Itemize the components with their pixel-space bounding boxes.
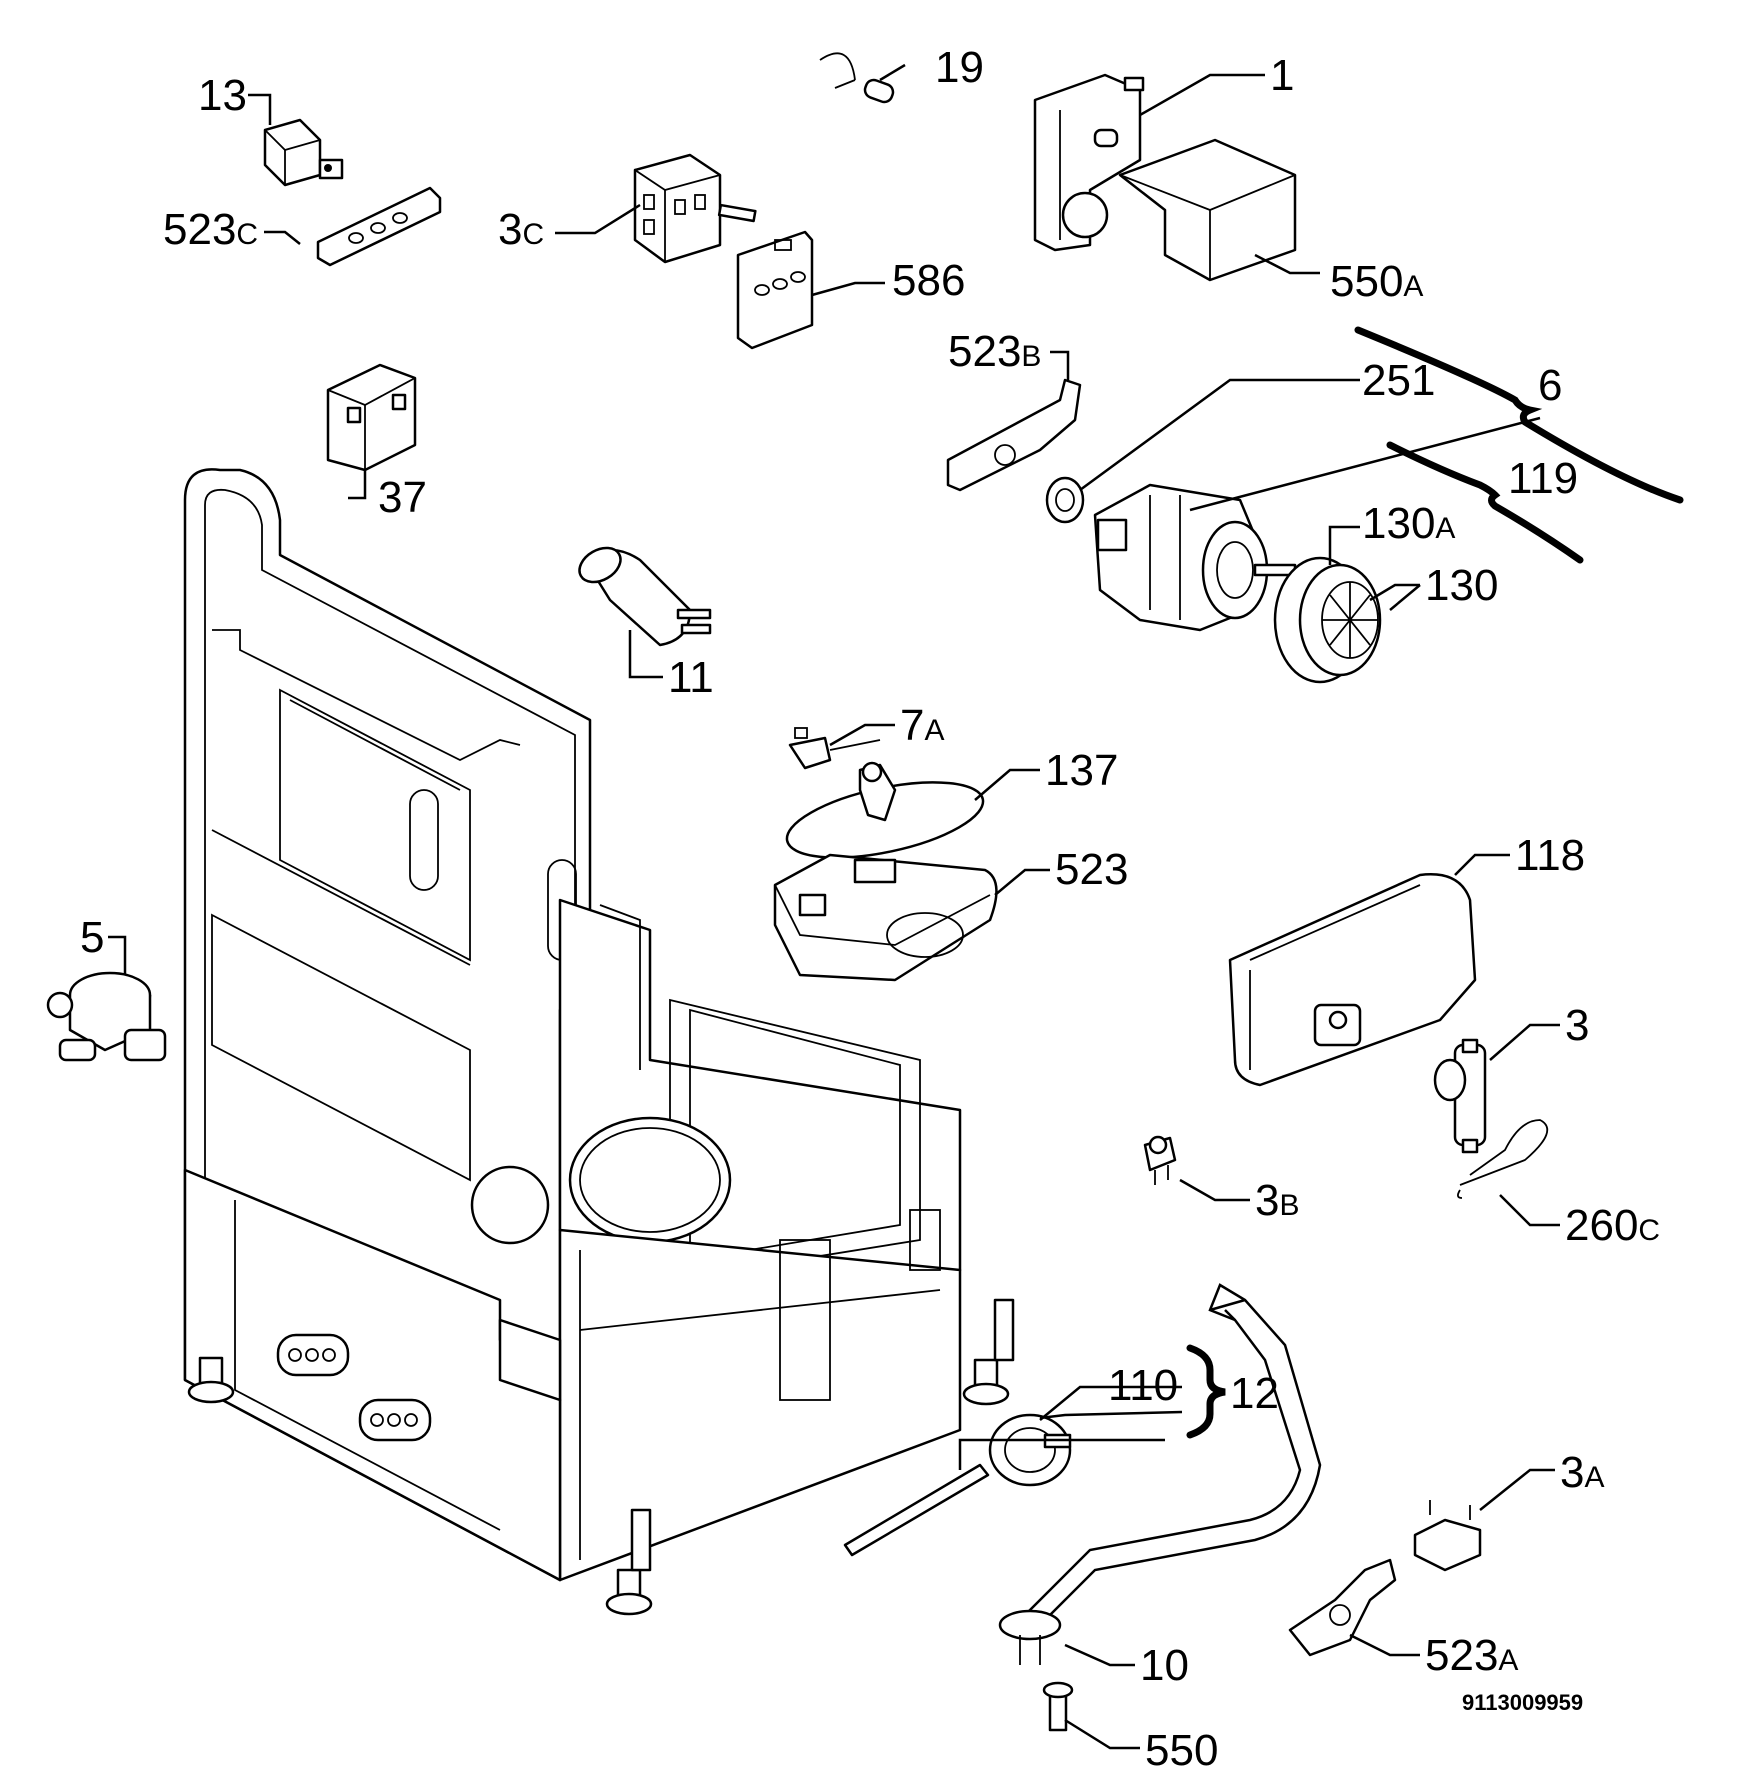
label-137: 137 — [1045, 746, 1118, 795]
part-550a-cover — [1118, 138, 1297, 282]
label-523a: 523A — [1425, 1631, 1518, 1680]
label-523b-suffix: B — [1021, 340, 1041, 373]
label-260c-number: 260 — [1565, 1201, 1638, 1250]
label-3a-suffix: A — [1584, 1461, 1604, 1494]
part-130-impeller — [1273, 556, 1382, 684]
label-251: 251 — [1362, 356, 1435, 405]
label-119: 119 — [1508, 454, 1578, 503]
label-7a-suffix: A — [924, 714, 944, 747]
part-7a-sensor — [788, 727, 881, 770]
part-1-timer — [1033, 73, 1145, 252]
part-523c-bracket — [316, 186, 442, 267]
part-37-interference-filter — [326, 363, 417, 472]
part-10-heating-element — [998, 1283, 1322, 1665]
label-110: 110 — [1108, 1361, 1178, 1410]
brace-119 — [1386, 441, 1584, 564]
dishwasher-base-frame — [183, 468, 1015, 1616]
part-6-pump-motor — [1093, 483, 1297, 632]
part-3-thermostat — [1433, 1038, 1487, 1154]
label-3a: 3A — [1560, 1448, 1605, 1497]
label-3: 3 — [1565, 1001, 1589, 1050]
part-5-inlet-valve — [46, 971, 167, 1062]
label-523a-suffix: A — [1498, 1644, 1518, 1677]
part-118-detergent-dispenser — [1228, 873, 1477, 1087]
label-3a-number: 3 — [1560, 1448, 1584, 1497]
label-5: 5 — [80, 913, 104, 962]
part-110-pressure-switch — [843, 1413, 1072, 1557]
label-3b-number: 3 — [1255, 1176, 1279, 1225]
label-1: 1 — [1270, 51, 1294, 100]
label-130a-suffix: A — [1435, 512, 1455, 545]
document-number: 9113009959 — [1462, 1690, 1583, 1715]
label-130: 130 — [1425, 561, 1498, 610]
label-13: 13 — [198, 71, 247, 120]
label-118: 118 — [1515, 831, 1585, 880]
label-550a-number: 550 — [1330, 257, 1403, 306]
label-523: 523 — [1055, 845, 1128, 894]
label-11: 11 — [668, 653, 714, 702]
label-3b: 3B — [1255, 1176, 1300, 1225]
label-3c-number: 3 — [498, 205, 522, 254]
label-19: 19 — [935, 43, 984, 92]
part-523a-bracket — [1288, 1558, 1397, 1657]
label-523c: 523C — [163, 205, 258, 254]
part-3b-sensor — [1143, 1135, 1177, 1185]
part-19-sensor — [819, 52, 895, 104]
part-3a-clip — [1413, 1500, 1482, 1572]
label-3c: 3C — [498, 205, 544, 254]
part-11-capacitor — [578, 546, 712, 647]
label-550: 550 — [1145, 1726, 1218, 1775]
part-586-bracket — [736, 230, 814, 350]
brace-6 — [1354, 326, 1684, 504]
label-12: 12 — [1230, 1369, 1279, 1418]
label-586: 586 — [892, 256, 965, 305]
part-523-float-housing — [773, 853, 998, 982]
label-6: 6 — [1538, 361, 1562, 410]
label-3c-suffix: C — [522, 218, 544, 251]
label-523c-number: 523 — [163, 205, 236, 254]
label-130a-number: 130 — [1362, 499, 1435, 548]
label-260c-suffix: C — [1638, 1214, 1660, 1247]
label-523b-number: 523 — [948, 327, 1021, 376]
label-7a: 7A — [900, 701, 945, 750]
label-37: 37 — [378, 473, 427, 522]
label-523c-suffix: C — [236, 218, 258, 251]
part-251-cap — [1045, 476, 1085, 524]
part-550-screw — [1042, 1681, 1074, 1732]
part-523b-bracket — [946, 378, 1082, 492]
part-260c-clip — [1457, 1119, 1549, 1199]
label-260c: 260C — [1565, 1201, 1660, 1250]
label-550a-suffix: A — [1403, 270, 1423, 303]
part-13-switch — [263, 118, 344, 187]
label-3b-suffix: B — [1279, 1189, 1299, 1222]
label-130a: 130A — [1362, 499, 1455, 548]
leader-lines — [108, 63, 1560, 1750]
part-3c-selector-switch — [633, 153, 757, 264]
part-137-float — [785, 761, 985, 859]
brace-12 — [1186, 1344, 1226, 1439]
label-7a-number: 7 — [900, 701, 924, 750]
label-523b: 523B — [948, 327, 1041, 376]
label-10: 10 — [1140, 1641, 1189, 1690]
label-523a-number: 523 — [1425, 1631, 1498, 1680]
label-550a: 550A — [1330, 257, 1423, 306]
